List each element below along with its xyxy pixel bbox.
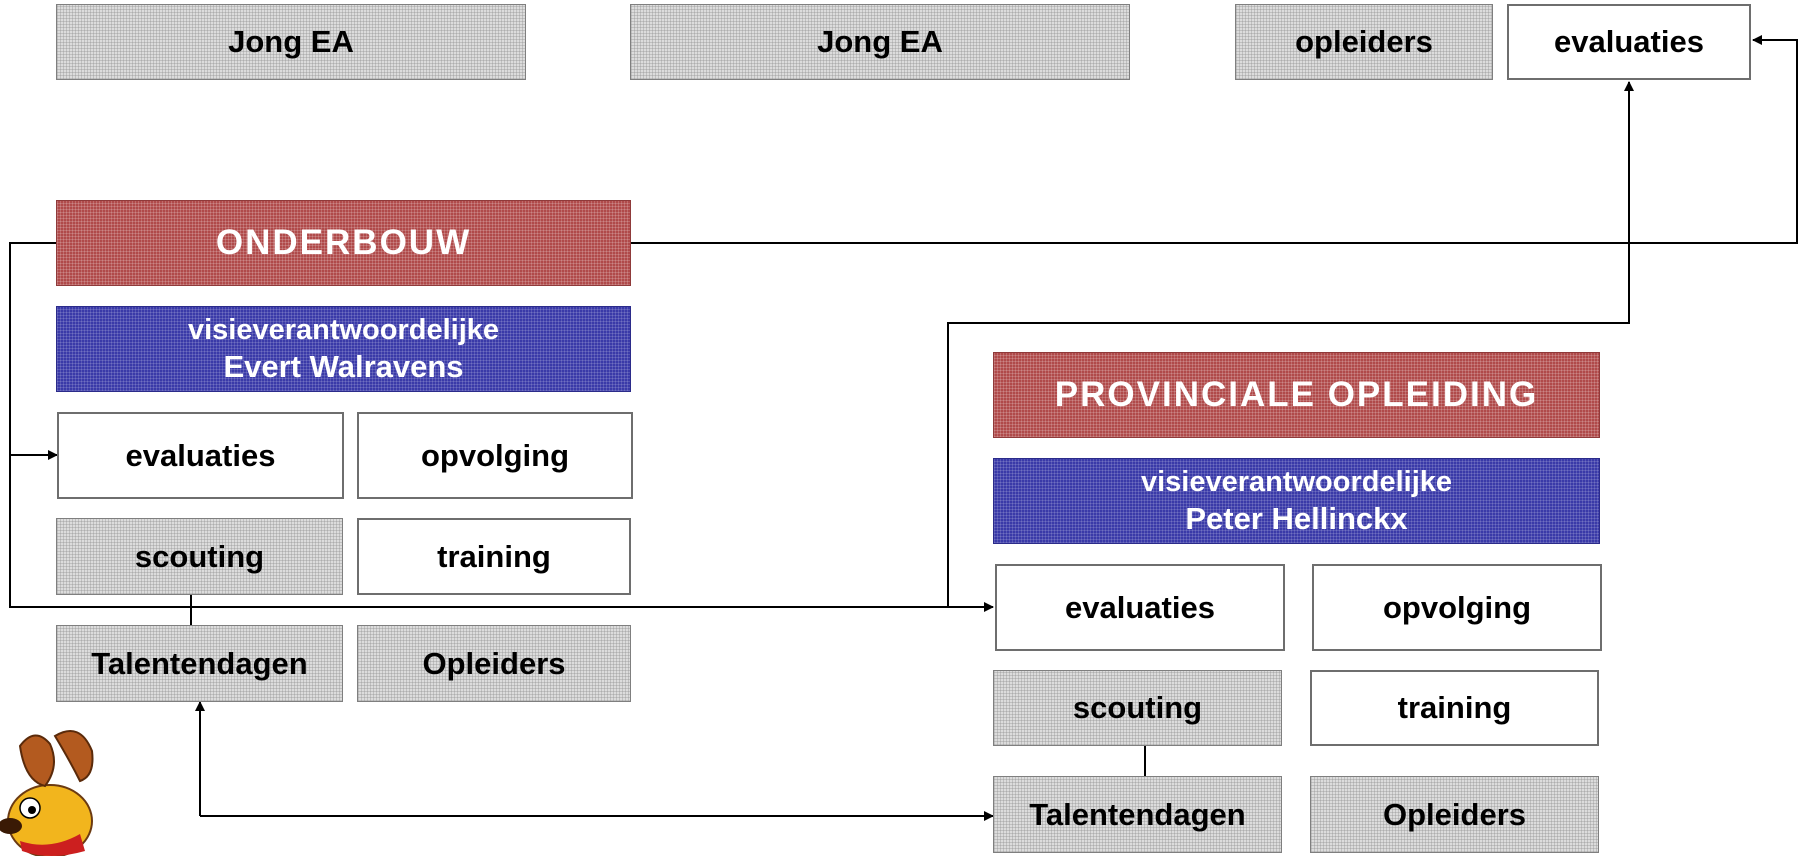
onderbouw-talentendagen-box: Talentendagen [56,625,343,702]
top-jong-ea-box-2: Jong EA [630,4,1130,80]
provinciale-evaluaties-label: evaluaties [1065,589,1215,625]
onderbouw-person-name: Evert Walravens [223,348,464,384]
provinciale-talentendagen-box: Talentendagen [993,776,1282,853]
onderbouw-to-top-evaluaties-arrow [630,35,1798,244]
onderbouw-opleiders-label: Opleiders [422,645,566,681]
provinciale-vision-box: visieverantwoordelijke Peter Hellinckx [993,458,1600,544]
onderbouw-scouting-box: scouting [56,518,343,595]
onderbouw-to-evaluaties-arrow [9,242,58,460]
top-jong-ea-label-2: Jong EA [817,24,943,60]
top-jong-ea-box-1: Jong EA [56,4,526,80]
top-evaluaties-label: evaluaties [1554,24,1704,60]
provinciale-opvolging-box: opvolging [1312,564,1602,651]
provinciale-to-top-evaluaties-arrow [947,81,1634,607]
provinciale-title-box: PROVINCIALE OPLEIDING [993,352,1600,438]
provinciale-training-label: training [1397,690,1512,726]
onderbouw-training-box: training [357,518,631,595]
provinciale-evaluaties-box: evaluaties [995,564,1285,651]
provinciale-talentendagen-label: Talentendagen [1029,796,1246,832]
provinciale-opleiders-box: Opleiders [1310,776,1599,853]
onderbouw-opvolging-box: opvolging [357,412,633,499]
onderbouw-title: ONDERBOUW [215,222,472,262]
cartoon-dog-mascot-icon [0,730,94,856]
onderbouw-evaluaties-label: evaluaties [125,437,276,473]
provinciale-title: PROVINCIALE OPLEIDING [1054,374,1539,414]
top-evaluaties-box: evaluaties [1507,4,1751,80]
onderbouw-talentendagen-label: Talentendagen [91,645,308,681]
top-jong-ea-label-1: Jong EA [228,24,354,60]
onderbouw-to-provinciale-evaluaties-arrow [9,455,994,612]
provinciale-opvolging-label: opvolging [1382,589,1532,625]
onderbouw-training-label: training [437,538,551,574]
provinciale-opleiders-label: Opleiders [1383,796,1526,832]
top-opleiders-label: opleiders [1295,24,1433,60]
onderbouw-title-box: ONDERBOUW [56,200,631,286]
provinciale-person-name: Peter Hellinckx [1185,500,1408,536]
provinciale-scouting-box: scouting [993,670,1282,746]
onderbouw-scouting-label: scouting [134,538,265,574]
onderbouw-evaluaties-box: evaluaties [57,412,344,499]
provinciale-training-box: training [1310,670,1599,746]
onderbouw-vision-box: visieverantwoordelijke Evert Walravens [56,306,631,392]
onderbouw-role-label: visieverantwoordelijke [187,314,500,346]
top-opleiders-box: opleiders [1235,4,1493,80]
provinciale-scouting-label: scouting [1072,690,1203,726]
onderbouw-opvolging-label: opvolging [420,437,570,473]
onderbouw-opleiders-box: Opleiders [357,625,631,702]
provinciale-role-label: visieverantwoordelijke [1140,466,1453,498]
